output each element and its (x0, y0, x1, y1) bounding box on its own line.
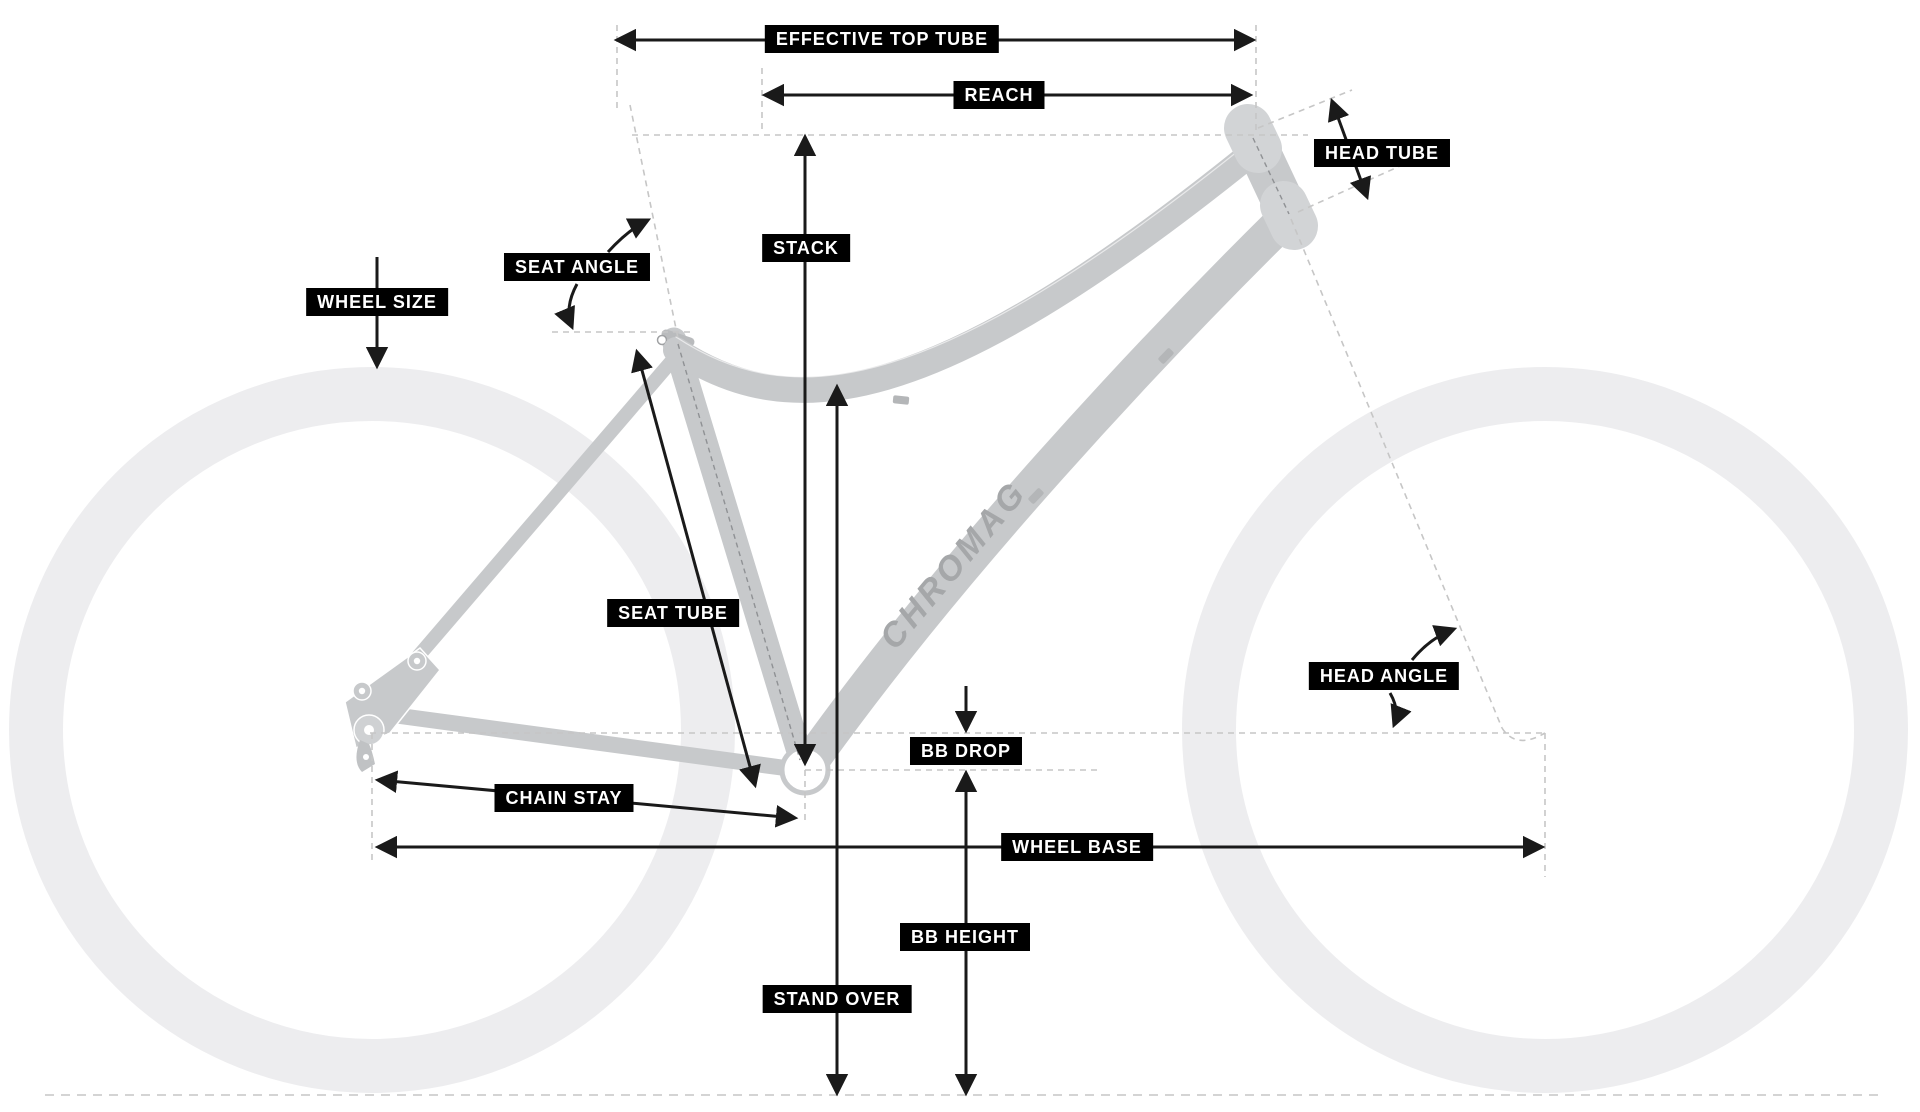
seat-angle-arrow-up (606, 218, 652, 254)
label-bb-drop: BB DROP (909, 737, 1023, 765)
head-angle-arrow-up (1410, 625, 1458, 661)
front-wheel (1182, 367, 1908, 1093)
label-head-angle: HEAD ANGLE (1308, 662, 1460, 690)
label-bb-height: BB HEIGHT (900, 923, 1030, 951)
label-stand-over: STAND OVER (762, 985, 912, 1013)
label-seat-tube: SEAT TUBE (607, 599, 739, 627)
label-wheel-size: WHEEL SIZE (306, 288, 448, 316)
bike-frame (344, 104, 1318, 796)
head-angle-arrow-down (1388, 692, 1412, 729)
label-chain-stay: CHAIN STAY (494, 784, 634, 812)
label-reach: REACH (953, 81, 1045, 109)
seat-tube-arrow (631, 348, 761, 789)
label-seat-angle: SEAT ANGLE (503, 253, 651, 281)
label-head-tube: HEAD TUBE (1313, 139, 1451, 167)
label-stack: STACK (762, 234, 850, 262)
brand-logo: CHROMAG (872, 473, 1034, 656)
label-wheel-base: WHEEL BASE (1001, 833, 1153, 861)
seat-angle-arrow-down (554, 283, 579, 331)
down-tube-shape (788, 198, 1306, 786)
label-effective-top-tube: EFFECTIVE TOP TUBE (764, 25, 1000, 53)
